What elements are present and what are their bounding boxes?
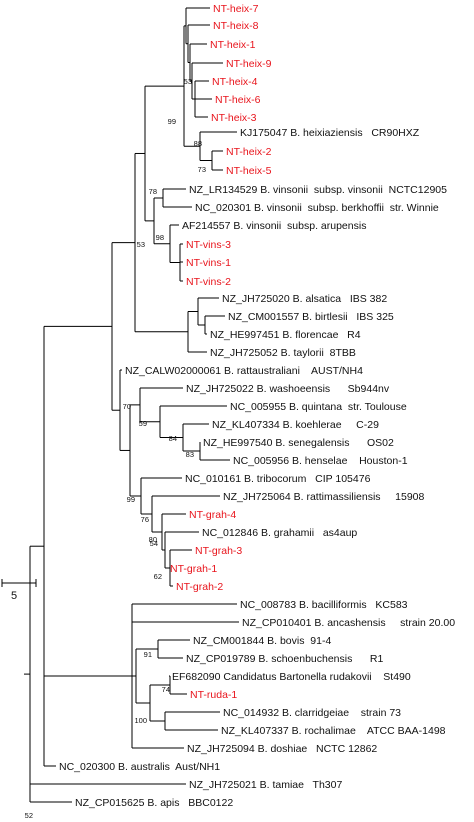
reference-label: NZ_JH725064 B. rattimassiliensis 15908 [223,491,425,503]
sample-label: NT-ruda-1 [190,689,237,701]
bootstrap-value: 73 [198,165,206,174]
sample-label: NT-heix-9 [226,58,272,70]
bootstrap-value: 88 [194,139,202,148]
scale-bar-label: 5 [11,590,17,602]
sample-label: NT-vins-3 [186,239,231,251]
reference-label: NZ_CP015625 B. apis BBC0122 [75,797,233,809]
reference-label: NC_020300 B. australis Aust/NH1 [59,761,220,773]
tree-branches [24,7,239,803]
reference-label: NZ_KL407337 B. rochalimae ATCC BAA-1498 [221,725,446,737]
sample-label: NT-heix-8 [213,20,259,32]
bootstrap-value: 78 [149,187,157,196]
bootstrap-value: 62 [154,572,162,581]
bootstrap-value: 99 [127,495,135,504]
bootstrap-value: 76 [141,515,149,524]
sample-label: NT-grah-1 [170,563,217,575]
sample-label: NT-heix-7 [213,3,259,15]
reference-label: NZ_JH725020 B. alsatica IBS 382 [222,293,387,305]
reference-label: NZ_CM001557 B. birtlesii IBS 325 [228,311,394,323]
bootstrap-value: 59 [139,419,147,428]
reference-label: NC_005956 B. henselae Houston-1 [233,455,408,467]
reference-label: AF214557 B. vinsonii subsp. arupensis [182,220,366,232]
reference-label: NZ_LR134529 B. vinsonii subsp. vinsonii … [189,184,447,196]
reference-label: NZ_HE997540 B. senegalensis OS02 [203,437,394,449]
bootstrap-value: 80 [149,535,157,544]
sample-label: NT-vins-1 [186,257,231,269]
bootstrap-value: 53 [184,77,192,86]
bootstrap-value: 53 [137,240,145,249]
reference-label: NC_005955 B. quintana str. Toulouse [230,401,407,413]
reference-label: NC_014932 B. clarridgeiae strain 73 [223,707,401,719]
bootstrap-value: 70 [123,402,131,411]
sample-label: NT-heix-6 [215,94,261,106]
bootstrap-value: 83 [186,450,194,459]
sample-label: NT-vins-2 [186,276,231,288]
reference-label: NC_008783 B. bacilliformis KC583 [240,599,408,611]
reference-label: NZ_CALW02000061 B. rattaustraliani AUST/… [125,365,363,377]
bootstrap-value: 99 [168,117,176,126]
bootstrap-value: 100 [134,716,147,725]
reference-label: NZ_HE997451 B. florencae R4 [210,329,361,341]
bootstrap-value: 74 [162,685,170,694]
bootstrap-value: 52 [25,811,33,820]
reference-label: KJ175047 B. heixiaziensis CR90HXZ [240,127,420,139]
sample-label: NT-heix-1 [210,39,256,51]
sample-label: NT-heix-2 [226,146,272,158]
sample-label: NT-heix-3 [211,112,257,124]
reference-label: NZ_JH725022 B. washoeensis Sb944nv [186,383,390,395]
taxon-labels: NT-heix-7NT-heix-8NT-heix-1NT-heix-9NT-h… [59,3,455,809]
sample-label: NT-grah-3 [195,545,242,557]
sample-label: NT-heix-5 [226,165,272,177]
sample-label: NT-heix-4 [212,76,258,88]
reference-label: NZ_KL407334 B. koehlerae C-29 [212,419,379,431]
reference-label: NZ_CM001844 B. bovis 91-4 [193,635,331,647]
reference-label: NZ_CP019789 B. schoenbuchensis R1 [186,653,383,665]
reference-label: EF682090 Candidatus Bartonella rudakovii… [172,671,411,683]
bootstrap-value: 54 [150,539,158,548]
reference-label: NZ_CP010401 B. ancashensis strain 20.00 [242,617,455,629]
sample-label: NT-grah-4 [189,509,236,521]
bootstrap-value: 98 [156,233,164,242]
reference-label: NC_010161 B. tribocorum CIP 105476 [185,473,371,485]
sample-label: NT-grah-2 [176,581,223,593]
reference-label: NC_012846 B. grahamii as4aup [202,527,357,539]
reference-label: NZ_JH725021 B. tamiae Th307 [189,779,342,791]
bootstrap-value: 91 [144,650,152,659]
bootstrap-value: 84 [169,434,177,443]
reference-label: NZ_JH725052 B. taylorii 8TBB [210,347,356,359]
reference-label: NC_020301 B. vinsonii subsp. berkhoffii … [195,202,439,214]
reference-label: NZ_JH725094 B. doshiae NCTC 12862 [187,743,377,755]
scale-bar: 5 [1,579,37,602]
